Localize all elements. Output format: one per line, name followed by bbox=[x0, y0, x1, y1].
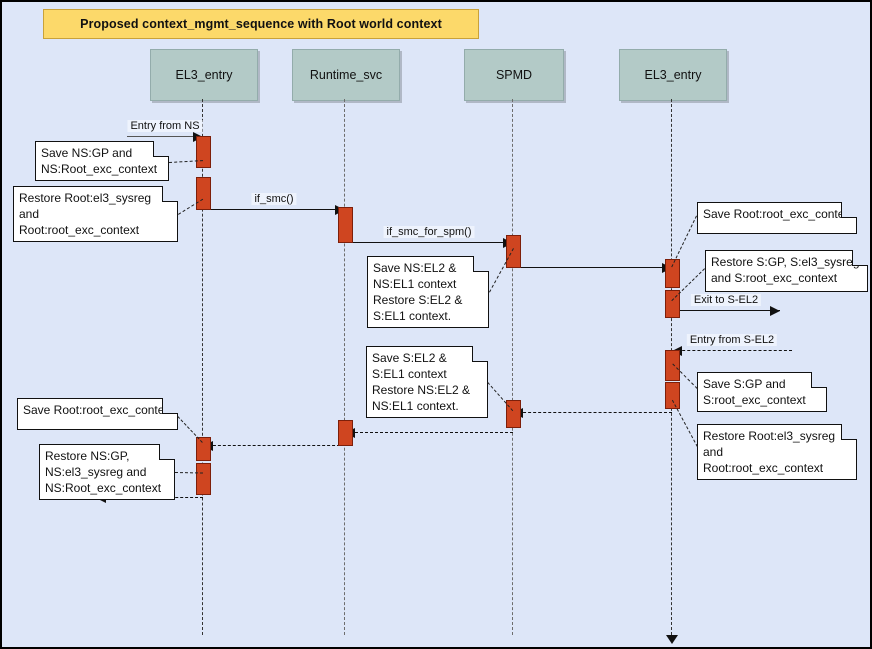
note-note_restore_s[interactable]: Restore S:GP, S:el3_sysreg and S:root_ex… bbox=[705, 250, 868, 292]
lifeline-dash-el3_left bbox=[202, 99, 203, 635]
note-connector-note_restore_root_2 bbox=[672, 399, 698, 447]
message-label-if_smc: if_smc() bbox=[251, 193, 297, 205]
lifeline-label: EL3_entry bbox=[644, 68, 702, 82]
note-fold-corner-icon bbox=[153, 141, 169, 157]
message-line-entry_ns bbox=[127, 136, 203, 137]
note-text: Save S:GP and S:root_exc_context bbox=[703, 377, 806, 407]
message-line-el3_to_spmd bbox=[513, 412, 672, 413]
note-text: Save Root:root_exc_context bbox=[23, 403, 174, 417]
note-connector-note_save_root_l bbox=[177, 415, 203, 443]
note-text: Restore Root:el3_sysreg and Root:root_ex… bbox=[703, 429, 836, 475]
note-text: Restore Root:el3_sysreg and Root:root_ex… bbox=[19, 191, 152, 237]
activation-bar[interactable] bbox=[196, 463, 211, 495]
note-note_save_root_r[interactable]: Save Root:root_exc_context bbox=[697, 202, 857, 234]
note-fold-corner-icon bbox=[162, 186, 178, 202]
note-connector-note_save_ns_el2 bbox=[489, 248, 514, 293]
activation-bar[interactable] bbox=[196, 177, 211, 210]
message-line-entry_sel2 bbox=[672, 350, 792, 351]
message-label-entry_sel2: Entry from S-EL2 bbox=[686, 334, 778, 346]
note-text: Save S:EL2 & S:EL1 context Restore NS:EL… bbox=[372, 351, 471, 413]
activation-bar[interactable] bbox=[506, 235, 521, 268]
note-text: Save NS:EL2 & NS:EL1 context Restore S:E… bbox=[373, 261, 463, 323]
activation-bar[interactable] bbox=[338, 207, 353, 243]
diagram-title-banner: Proposed context_mgmt_sequence with Root… bbox=[43, 9, 479, 39]
lifeline-end-arrow-el3_right bbox=[666, 635, 678, 644]
note-fold-corner-icon bbox=[841, 424, 857, 440]
note-text: Restore NS:GP, NS:el3_sysreg and NS:Root… bbox=[45, 449, 162, 495]
lifeline-dash-spmd bbox=[512, 99, 513, 635]
diagram-title: Proposed context_mgmt_sequence with Root… bbox=[80, 17, 442, 31]
note-note_restore_root_2[interactable]: Restore Root:el3_sysreg and Root:root_ex… bbox=[697, 424, 857, 480]
note-note_save_s_el2[interactable]: Save S:EL2 & S:EL1 context Restore NS:EL… bbox=[366, 346, 488, 418]
lifeline-label: Runtime_svc bbox=[309, 68, 383, 82]
lifeline-label: EL3_entry bbox=[175, 68, 233, 82]
activation-bar[interactable] bbox=[665, 259, 680, 288]
activation-bar[interactable] bbox=[338, 420, 353, 446]
activation-bar[interactable] bbox=[665, 350, 680, 381]
message-line-if_smc bbox=[203, 209, 345, 210]
note-fold-corner-icon bbox=[852, 250, 868, 266]
message-line-rtsvc_to_el3 bbox=[203, 445, 345, 446]
lifeline-header-el3_right[interactable]: EL3_entry bbox=[619, 49, 727, 101]
note-fold-corner-icon bbox=[841, 202, 857, 218]
note-note_save_ns_el2[interactable]: Save NS:EL2 & NS:EL1 context Restore S:E… bbox=[367, 256, 489, 328]
activation-bar[interactable] bbox=[665, 382, 680, 409]
activation-bar[interactable] bbox=[506, 400, 521, 428]
note-note_save_ns[interactable]: Save NS:GP and NS:Root_exc_context bbox=[35, 141, 169, 181]
message-line-exit_sel2 bbox=[672, 310, 780, 311]
note-fold-corner-icon bbox=[473, 256, 489, 272]
lifeline-label: SPMD bbox=[495, 68, 533, 82]
note-text: Save NS:GP and NS:Root_exc_context bbox=[41, 146, 158, 176]
lifeline-header-el3_left[interactable]: EL3_entry bbox=[150, 49, 258, 101]
message-label-exit_sel2: Exit to S-EL2 bbox=[690, 294, 762, 306]
note-connector-note_save_root_r bbox=[671, 215, 697, 268]
note-connector-note_save_s_el2 bbox=[487, 381, 513, 411]
message-line-spmd_to_el3 bbox=[513, 267, 672, 268]
note-fold-corner-icon bbox=[162, 398, 178, 414]
note-note_save_s_gp[interactable]: Save S:GP and S:root_exc_context bbox=[697, 372, 827, 412]
note-text: Save Root:root_exc_context bbox=[703, 207, 854, 221]
message-line-if_smc_for_spm bbox=[345, 242, 513, 243]
note-connector-note_restore_ns bbox=[174, 471, 203, 473]
activation-bar[interactable] bbox=[196, 136, 211, 168]
note-fold-corner-icon bbox=[811, 372, 827, 388]
note-fold-corner-icon bbox=[159, 444, 175, 460]
note-note_restore_ns[interactable]: Restore NS:GP, NS:el3_sysreg and NS:Root… bbox=[39, 444, 175, 500]
note-note_restore_root_1[interactable]: Restore Root:el3_sysreg and Root:root_ex… bbox=[13, 186, 178, 242]
message-arrowhead-exit_sel2 bbox=[770, 306, 780, 316]
activation-bar[interactable] bbox=[196, 437, 211, 461]
lifeline-header-spmd[interactable]: SPMD bbox=[464, 49, 564, 101]
message-label-entry_ns: Entry from NS bbox=[127, 120, 203, 132]
note-text: Restore S:GP, S:el3_sysreg and S:root_ex… bbox=[711, 255, 860, 285]
lifeline-dash-rtsvc bbox=[344, 99, 345, 635]
lifeline-header-rtsvc[interactable]: Runtime_svc bbox=[292, 49, 400, 101]
note-fold-corner-icon bbox=[472, 346, 488, 362]
message-line-spmd_to_rtsvc bbox=[345, 432, 513, 433]
note-note_save_root_l[interactable]: Save Root:root_exc_context bbox=[17, 398, 178, 430]
message-label-if_smc_for_spm: if_smc_for_spm() bbox=[383, 226, 475, 238]
activation-bar[interactable] bbox=[665, 290, 680, 318]
